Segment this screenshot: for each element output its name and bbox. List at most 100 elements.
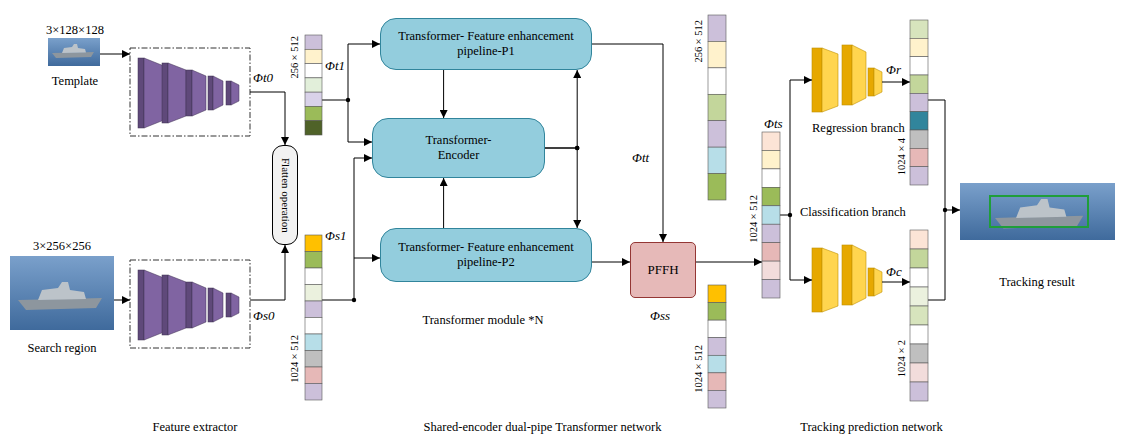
feature-vector-cell <box>910 93 928 111</box>
feature-symbol: Φs1 <box>325 228 346 243</box>
box-label: Transformer- Feature enhancement pipelin… <box>389 240 583 270</box>
feature-vector-cell <box>305 252 322 269</box>
feature-symbol: Φss <box>650 308 670 323</box>
feature-vector-cell <box>910 268 928 287</box>
feature-vector-cell <box>305 106 322 120</box>
feature-symbol: Φtt <box>632 150 649 165</box>
conv-blocks <box>812 45 882 112</box>
text-label: Template <box>52 74 98 88</box>
feature-vector-cell <box>762 224 780 242</box>
dimension-label: 1024×2 <box>896 340 909 377</box>
feature-vector-cell <box>305 301 322 318</box>
feature-vector-cell <box>762 280 780 298</box>
feature-vector-cell <box>708 320 726 338</box>
text-label: 3×128×128 <box>46 23 104 37</box>
feature-vector-cell <box>305 35 322 49</box>
feature-symbol: Φts <box>764 116 783 131</box>
title-holder: Tracking prediction network <box>755 417 988 435</box>
feature-vector-cell <box>910 325 928 344</box>
feature-vector-cell <box>305 78 322 92</box>
label-holder: 1024×512 <box>289 335 302 387</box>
feature-vector-cell <box>910 130 928 148</box>
feature-vector-cell <box>708 390 726 408</box>
feature-vector-cell <box>305 235 322 252</box>
feature-vector-cell <box>910 148 928 166</box>
feature-symbol: Φc <box>886 264 902 279</box>
feature-vector-cell <box>910 20 928 38</box>
feature-symbol: Φr <box>886 62 901 77</box>
feature-vector-cell <box>910 38 928 56</box>
feature-vector-cell <box>708 303 726 321</box>
connector <box>592 262 630 263</box>
dimension-label: 256×512 <box>289 36 302 79</box>
feature-vector-cell <box>305 285 322 302</box>
box-label: Transformer- Feature enhancement pipelin… <box>389 29 583 59</box>
title-holder: Shared-encoder dual-pipe Transformer net… <box>305 417 780 435</box>
result-image <box>960 183 1115 240</box>
dimension-label: 1024×512 <box>693 345 706 393</box>
junction-dot <box>575 146 579 150</box>
feature-extractor-panel: Feature extractor <box>120 15 270 412</box>
panel-outline <box>359 11 608 336</box>
text-label: 3×256×256 <box>33 239 91 253</box>
feature-vector-cell <box>910 167 928 185</box>
label-holder: Regression branch <box>812 118 905 136</box>
feature-vector-cell <box>910 75 928 93</box>
label-holder: Φt1 <box>325 56 345 74</box>
feature-vector-cell <box>305 351 322 368</box>
feature-vector-cell <box>305 64 322 78</box>
label-holder: Φtt <box>632 148 649 166</box>
title-holder: Feature extractor <box>80 417 310 435</box>
label-holder: Φr <box>886 60 901 78</box>
label-holder: 1024×2 <box>896 340 909 381</box>
ship-figure <box>995 199 1083 228</box>
dimension-label: 1024×512 <box>289 335 302 383</box>
template-image <box>48 38 100 66</box>
feature-vector-cell <box>762 187 780 205</box>
junction-dot <box>575 146 579 150</box>
feature-vector-cell <box>910 344 928 363</box>
dimension-label: 1024×512 <box>748 195 761 243</box>
label-holder: 1024×512 <box>748 195 761 247</box>
feature-vector-cell <box>708 338 726 356</box>
panel-title: Tracking prediction network <box>800 420 943 434</box>
feature-vector-cell <box>708 121 726 147</box>
feature-vector-cell <box>910 57 928 75</box>
connector <box>270 245 285 300</box>
label-holder: Φs1 <box>325 226 346 244</box>
label-holder: 256×512 <box>693 20 706 67</box>
feature-vector-cell <box>708 355 726 373</box>
feature-vector-cell <box>910 306 928 325</box>
feature-maps <box>130 260 250 348</box>
label-holder: Search region <box>27 338 96 356</box>
panel-title: Feature extractor <box>152 420 237 434</box>
label-holder: 3×128×128 <box>46 20 104 38</box>
connector <box>443 178 444 228</box>
feature-vector-cell <box>708 147 726 173</box>
feature-vector-cell <box>305 121 322 135</box>
ship-figure <box>18 282 102 310</box>
tracking-box <box>990 196 1088 227</box>
label-holder: Template <box>52 71 98 89</box>
feature-vector-cell <box>910 287 928 306</box>
pffh-box: PFFH <box>630 242 696 298</box>
label-holder: 256×512 <box>289 36 302 83</box>
ship-figure <box>52 44 94 58</box>
pipeline-box: Transformer- Feature enhancement pipelin… <box>380 228 592 282</box>
feature-vector-cell <box>762 132 780 150</box>
label-holder: Φs0 <box>253 306 274 324</box>
text-label: Regression branch <box>812 121 905 135</box>
feature-symbol: Φt0 <box>253 70 273 85</box>
feature-vector-cell <box>305 92 322 106</box>
label-holder: 1024×4 <box>896 138 909 179</box>
transformer-network-panel: Shared-encoder dual-pipe Transformer net… <box>345 3 740 412</box>
title-holder: Transformer module *N <box>318 310 648 328</box>
feature-vector-cell <box>910 249 928 268</box>
feature-vector-cell <box>762 261 780 279</box>
feature-vector-cell <box>910 230 928 249</box>
conv-blocks <box>812 245 882 312</box>
panel-outline <box>346 4 740 412</box>
panel-title: Shared-encoder dual-pipe Transformer net… <box>424 420 662 434</box>
feature-vector-cell <box>762 243 780 261</box>
